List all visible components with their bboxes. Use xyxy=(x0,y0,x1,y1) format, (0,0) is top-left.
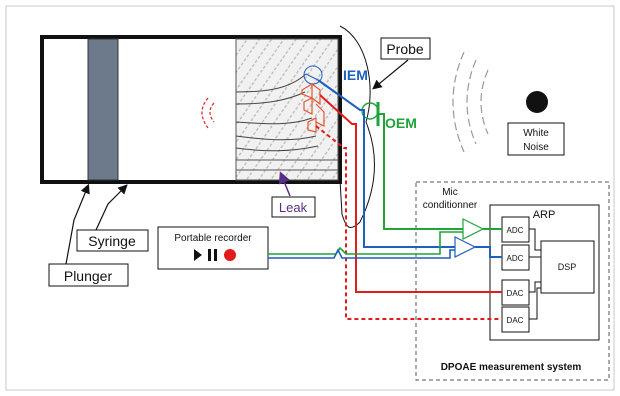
recorder-blue-line xyxy=(268,248,455,259)
white-noise-box xyxy=(507,122,565,156)
mic-conditioner-label-2: conditionner xyxy=(423,200,478,211)
dac-2-label: DAC xyxy=(507,316,524,325)
speaker-2 xyxy=(303,97,313,115)
iem-signal-line xyxy=(317,79,455,248)
adc-2-label: ADC xyxy=(507,254,524,263)
speaker-4 xyxy=(307,117,317,133)
oem-label: OEM xyxy=(385,115,417,131)
dpoae-system-box xyxy=(415,181,610,381)
dsp-dac1-link xyxy=(529,281,541,293)
plunger-arrow xyxy=(65,183,90,265)
speaker-3 xyxy=(315,103,325,127)
play-icon[interactable] xyxy=(194,249,202,261)
tube-1 xyxy=(235,73,307,93)
portable-recorder-label: Portable recorder xyxy=(174,233,252,244)
leak-label: Leak xyxy=(279,200,308,215)
adc-1-label: ADC xyxy=(507,226,524,235)
plunger-label: Plunger xyxy=(64,268,113,284)
tube-5 xyxy=(235,145,319,152)
white-noise-label-1: White xyxy=(523,128,549,139)
dsp-box xyxy=(540,240,595,294)
probe-label-box xyxy=(380,37,431,60)
dac-1-label: DAC xyxy=(507,289,524,298)
dac1-speaker-line xyxy=(319,94,502,293)
plunger xyxy=(87,38,119,181)
iem-diaphragm xyxy=(305,73,319,81)
probe-arrow xyxy=(372,59,409,90)
adc-1-box xyxy=(501,216,530,243)
dac2-speaker-line xyxy=(315,125,502,320)
sound-wave-outer xyxy=(201,97,209,129)
syringe-label: Syringe xyxy=(88,233,136,249)
oem-signal-line xyxy=(378,113,463,230)
recorder-green-line xyxy=(268,231,463,255)
noise-wave-2 xyxy=(466,59,477,145)
sound-wave-inner xyxy=(209,102,215,123)
syringe-arrow xyxy=(95,184,128,231)
syringe-label-box xyxy=(76,229,149,252)
iem-to-adc-line xyxy=(475,246,502,258)
adc-2-box xyxy=(501,244,530,271)
mic-conditioner-label-1: Mic xyxy=(442,187,458,198)
dsp-label: DSP xyxy=(558,262,577,272)
noise-wave-1 xyxy=(480,69,489,135)
tube-3 xyxy=(235,117,313,125)
plunger-label-box xyxy=(48,263,129,287)
mic-amp-green xyxy=(462,218,485,240)
portable-recorder-box xyxy=(157,226,269,270)
arp-label: ARP xyxy=(533,209,556,221)
dsp-dac2-link xyxy=(529,287,541,320)
mic-amp-blue xyxy=(454,236,477,258)
dpoae-system-label: DPOAE measurement system xyxy=(441,362,582,373)
tube-4 xyxy=(235,135,317,141)
white-noise-label-2: Noise xyxy=(523,142,549,153)
leak-label-box xyxy=(271,196,316,218)
record-icon[interactable] xyxy=(224,249,236,261)
tube-2 xyxy=(235,91,306,105)
leak-arrow xyxy=(278,171,291,197)
pause-icon-bar-1[interactable] xyxy=(208,249,211,261)
iem-label: IEM xyxy=(343,67,368,83)
adc1-dsp-link xyxy=(529,228,541,251)
probe-label: Probe xyxy=(386,41,424,57)
probe-body xyxy=(339,25,375,229)
pause-icon-bar-2[interactable] xyxy=(214,249,217,261)
outer-frame xyxy=(5,5,615,391)
noise-wave-3 xyxy=(452,51,465,153)
white-noise-speaker xyxy=(526,91,548,113)
iem-microphone xyxy=(303,65,323,85)
ear-simulator xyxy=(235,38,339,181)
